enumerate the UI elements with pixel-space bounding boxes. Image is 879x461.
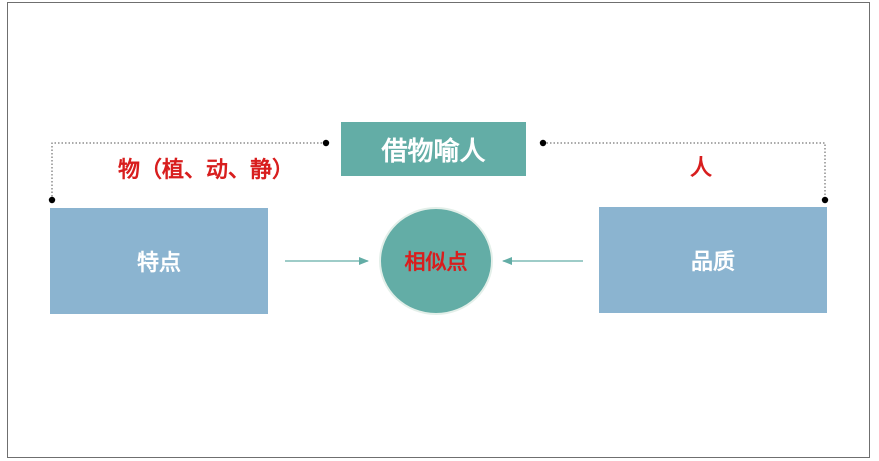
title-text: 借物喻人 (381, 136, 486, 167)
right-box-quality: 品质 (599, 207, 827, 313)
left-bracket-dot-bottom (48, 196, 56, 204)
left-category-label: 物（植、动、静） (118, 158, 295, 183)
right-bracket-dot-bottom (821, 196, 829, 204)
left-box-characteristics: 特点 (50, 208, 268, 314)
right-bracket-dot-top (539, 139, 547, 147)
title-box: 借物喻人 (341, 122, 526, 176)
left-bracket-line (51, 142, 326, 200)
left-bracket-dot-top (322, 139, 330, 147)
center-circle-text: 相似点 (404, 250, 468, 274)
right-category-label: 人 (690, 156, 713, 181)
right-box-text: 品质 (690, 250, 735, 275)
center-circle: 相似点 (379, 207, 493, 315)
left-box-text: 特点 (136, 251, 181, 276)
right-bracket-line (543, 142, 826, 200)
